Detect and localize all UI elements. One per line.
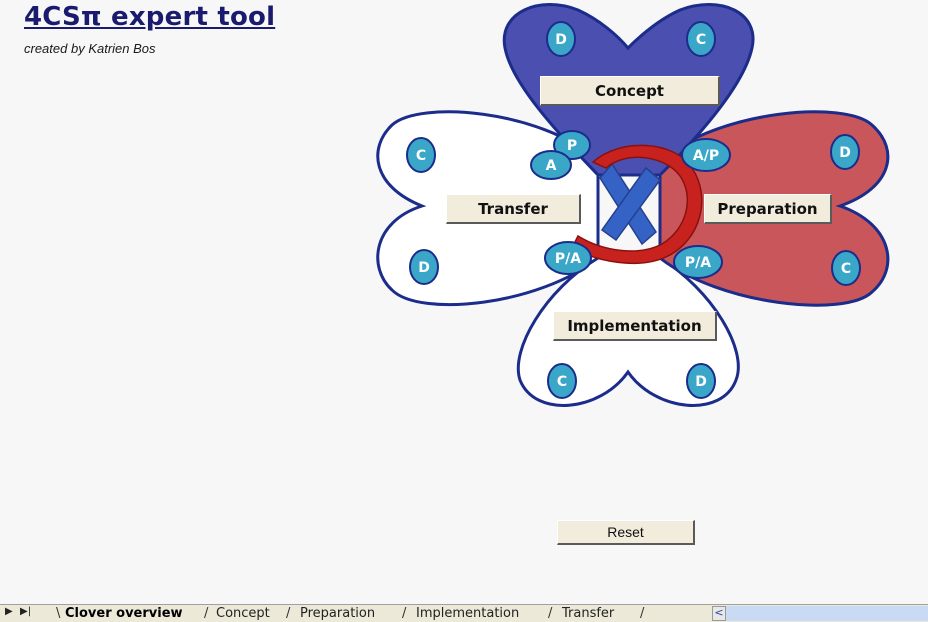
reset-button[interactable]: Reset <box>557 520 695 545</box>
transfer-node-c[interactable]: C <box>406 137 436 173</box>
implementation-button[interactable]: Implementation <box>553 311 717 341</box>
tab-separator: \ <box>56 606 61 621</box>
concept-node-d[interactable]: D <box>546 21 576 57</box>
center-node-a-p[interactable]: A/P <box>681 138 731 172</box>
tab-preparation[interactable]: Preparation <box>300 606 376 621</box>
app-subtitle: created by Katrien Bos <box>24 41 156 56</box>
tab-concept[interactable]: Concept <box>216 606 270 621</box>
app-title: 4CSπ expert tool <box>24 2 276 32</box>
preparation-button[interactable]: Preparation <box>704 194 832 224</box>
concept-button[interactable]: Concept <box>540 76 720 106</box>
preparation-node-c[interactable]: C <box>831 250 861 286</box>
center-node-p-a-right[interactable]: P/A <box>673 245 723 279</box>
tab-separator: / <box>204 606 209 621</box>
transfer-node-d[interactable]: D <box>409 249 439 285</box>
tab-separator: / <box>402 606 407 621</box>
center-node-a[interactable]: A <box>530 150 572 180</box>
horizontal-scrollbar[interactable] <box>712 606 928 621</box>
first-sheet-arrow-icon[interactable]: ▶ <box>5 606 13 617</box>
preparation-node-d[interactable]: D <box>830 134 860 170</box>
implementation-node-d[interactable]: D <box>686 363 716 399</box>
tab-separator: / <box>286 606 291 621</box>
last-sheet-arrow-icon[interactable]: ▶| <box>20 606 32 617</box>
concept-node-c[interactable]: C <box>686 21 716 57</box>
center-node-p-a-left[interactable]: P/A <box>544 241 592 275</box>
tab-implementation[interactable]: Implementation <box>416 606 520 621</box>
sheet-tab-bar: ▶ ▶| \ Clover overview / Concept / Prepa… <box>0 604 928 622</box>
transfer-button[interactable]: Transfer <box>446 194 581 224</box>
implementation-node-c[interactable]: C <box>547 363 577 399</box>
scroll-left-icon[interactable]: < <box>712 606 726 621</box>
tab-clover-overview[interactable]: Clover overview <box>65 606 183 621</box>
tab-separator: / <box>640 606 645 621</box>
tab-separator: / <box>548 606 553 621</box>
tab-transfer[interactable]: Transfer <box>562 606 615 621</box>
